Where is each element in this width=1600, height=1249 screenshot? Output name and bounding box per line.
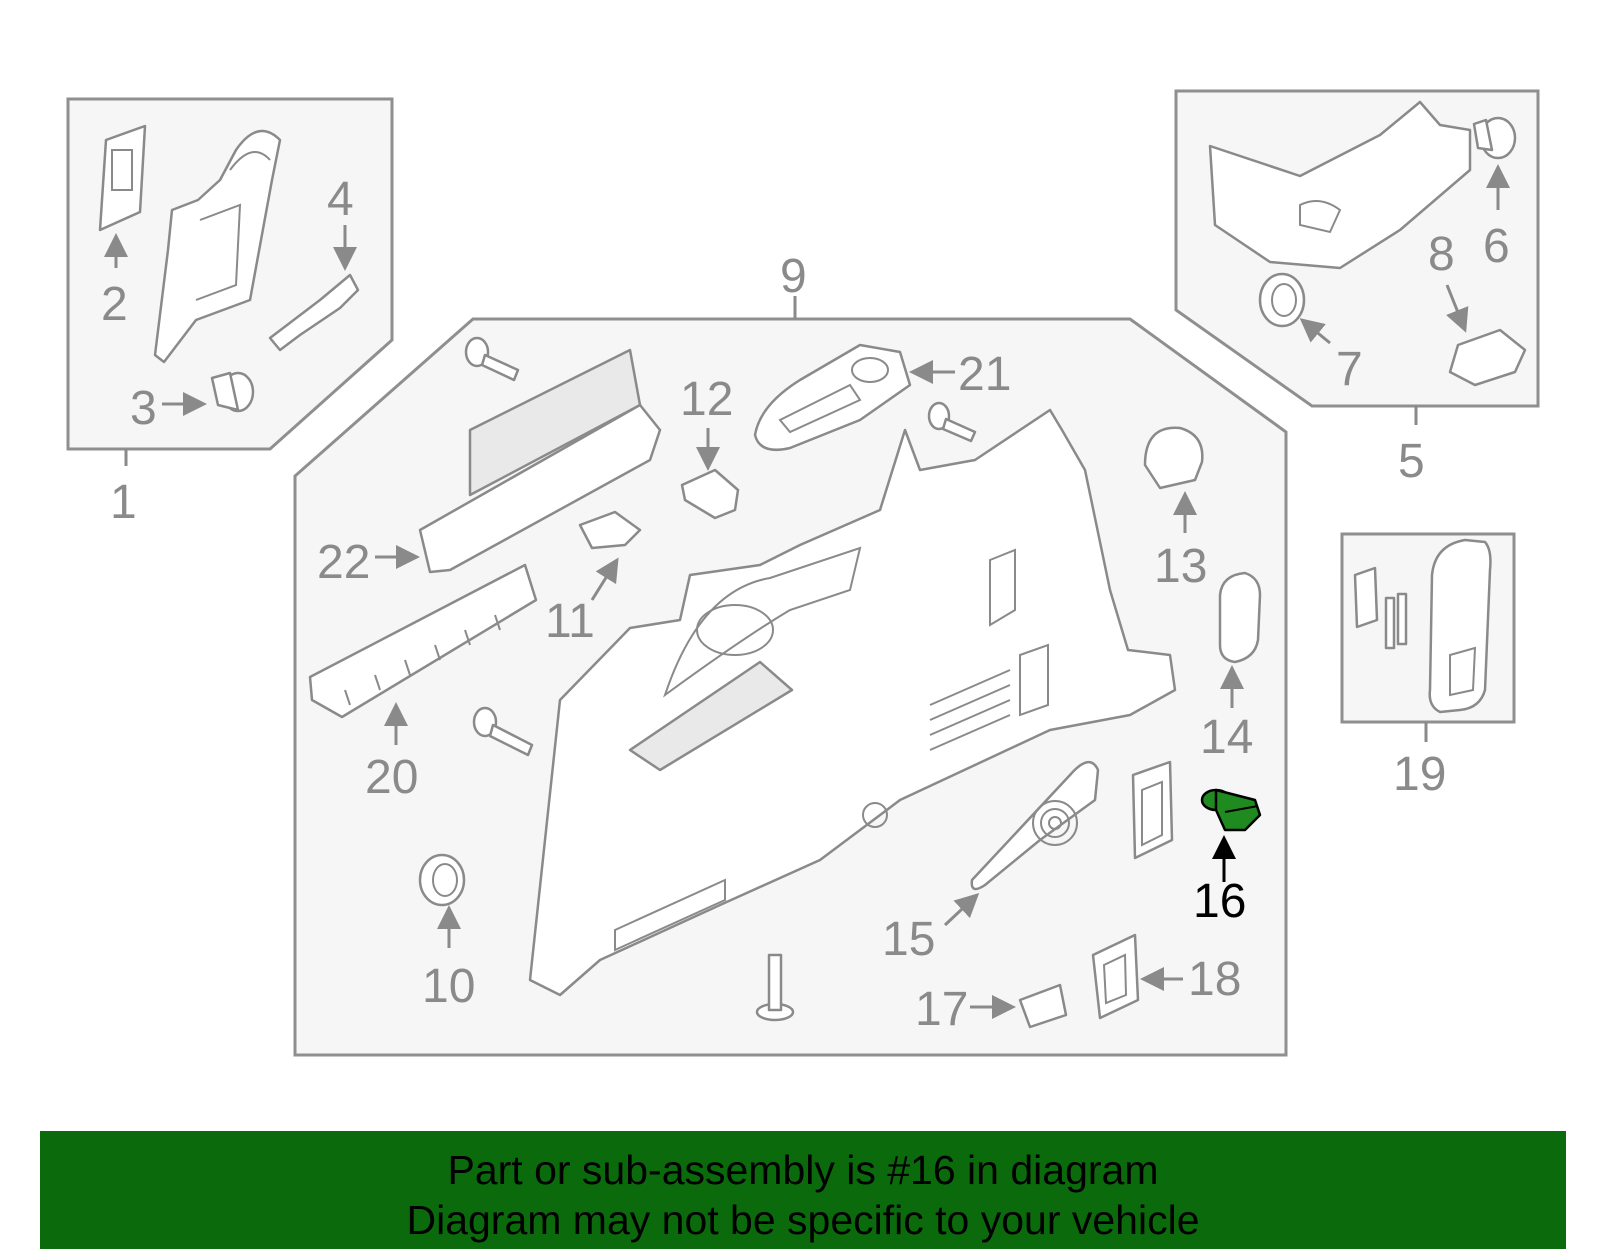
callout-13: 13 [1154, 540, 1207, 593]
callout-17: 17 [915, 983, 968, 1036]
part-18-handle-bezel[interactable] [1091, 933, 1183, 1020]
part-2-trim-plate[interactable] [98, 124, 147, 268]
part-21-cup-holder[interactable] [753, 343, 955, 452]
screw-middle-left[interactable] [472, 706, 534, 757]
part-17-small-cover[interactable] [970, 983, 1068, 1029]
info-banner: Part or sub-assembly is #16 in diagram D… [40, 1131, 1566, 1249]
callout-12: 12 [680, 373, 733, 426]
callout-22: 22 [317, 536, 370, 589]
part-19-switch-kit[interactable] [1353, 538, 1492, 714]
part-3-push-pin[interactable] [162, 371, 255, 416]
callout-18: 18 [1188, 953, 1241, 1006]
callout-6: 6 [1483, 220, 1510, 273]
callout-9: 9 [780, 250, 807, 303]
banner-line-disclaimer: Diagram may not be specific to your vehi… [406, 1197, 1200, 1243]
callout-4: 4 [327, 173, 354, 226]
part-12-clip[interactable] [680, 428, 740, 520]
part-4-clip[interactable] [268, 225, 360, 352]
part-10-push-clip[interactable] [418, 853, 466, 948]
part-6-fastener[interactable] [1472, 116, 1517, 210]
callout-14: 14 [1200, 711, 1253, 764]
callout-7: 7 [1336, 343, 1363, 396]
callout-21: 21 [958, 348, 1011, 401]
banner-line-part-number: Part or sub-assembly is #16 in diagram [447, 1147, 1159, 1193]
callout-15: 15 [882, 913, 935, 966]
callout-10: 10 [422, 960, 475, 1013]
part-7-clip[interactable] [1258, 272, 1331, 345]
callout-16: 16 [1193, 875, 1246, 928]
screw-bottom[interactable] [755, 953, 795, 1022]
callout-5: 5 [1398, 435, 1425, 488]
callout-8: 8 [1428, 228, 1455, 281]
screw-upper-left[interactable] [464, 336, 520, 382]
part-1-pillar-trim[interactable] [153, 129, 282, 364]
callout-1: 1 [110, 476, 137, 529]
part-5-upper-trim[interactable] [1208, 100, 1472, 270]
part-20-lower-bracket[interactable] [308, 563, 538, 745]
part-22-bracket[interactable] [375, 348, 662, 574]
part-16-highlighted[interactable] [1200, 788, 1262, 882]
part-15-speaker-grille[interactable] [943, 761, 1100, 927]
quarter-trim-panel[interactable] [528, 408, 1177, 997]
part-11-clip[interactable] [578, 510, 642, 601]
callout-3: 3 [130, 382, 157, 435]
callout-2: 2 [101, 278, 128, 331]
part-14-cover[interactable] [1218, 571, 1262, 708]
part-8-clip[interactable] [1445, 284, 1527, 387]
callout-19: 19 [1393, 748, 1446, 801]
lamp-housing[interactable] [1131, 760, 1174, 860]
part-13-cap[interactable] [1143, 426, 1204, 533]
callout-20: 20 [365, 751, 418, 804]
callout-11: 11 [545, 595, 595, 648]
screw-center-top[interactable] [927, 401, 977, 443]
